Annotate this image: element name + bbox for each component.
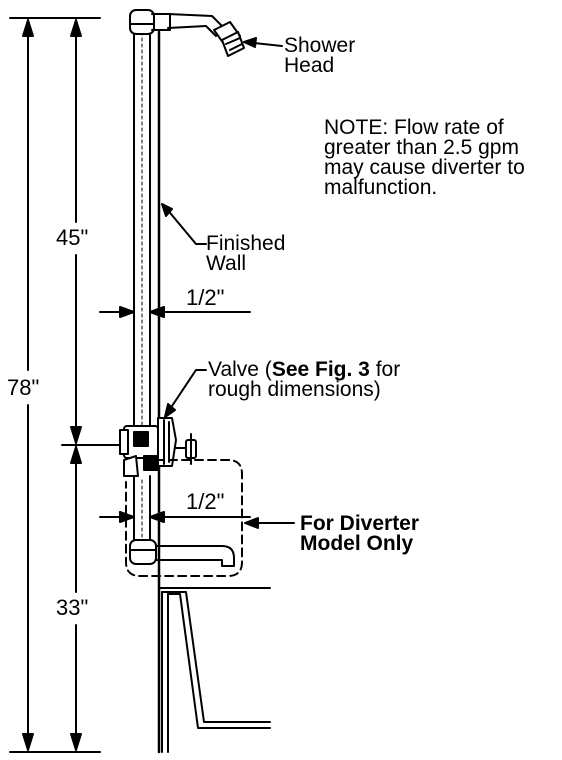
dimension-78 (22, 19, 34, 751)
valve-label: Valve (See Fig. 3 for rough dimensions) (208, 358, 401, 401)
dimension-half-inch-lower-label: 1/2" (186, 489, 225, 514)
dimension-33 (70, 446, 82, 751)
valve-leader (167, 369, 207, 413)
fig-3-reference: See Fig. 3 (271, 358, 370, 381)
dimension-half-inch-lower (99, 511, 251, 523)
dimension-78-label: 78" (7, 375, 40, 400)
bathtub-section (158, 587, 271, 753)
dimension-half-inch-upper-label: 1/2" (186, 285, 225, 310)
dimension-33-label: 33" (56, 595, 89, 620)
shower-head-leader-arrow (243, 37, 257, 48)
shower-head-label: Shower Head (284, 34, 356, 77)
finished-wall-leader (165, 207, 207, 245)
valve-body (119, 417, 177, 477)
flow-rate-note: NOTE: Flow rate of greater than 2.5 gpm … (324, 116, 525, 199)
dimension-45-label: 45" (56, 225, 89, 250)
valve-handle-icon (175, 433, 197, 465)
dimension-half-inch-upper (99, 306, 251, 318)
finished-wall-label: Finished Wall (206, 232, 286, 275)
lower-supply-pipe (129, 475, 157, 565)
top-elbow-fitting (129, 9, 171, 35)
tub-spout-icon (155, 545, 235, 567)
shower-head-icon (213, 21, 245, 57)
diverter-dashed-box (125, 459, 243, 577)
riser-pipe (133, 29, 151, 433)
diverter-label: For Diverter Model Only (300, 512, 420, 555)
dimension-45 (70, 19, 82, 444)
